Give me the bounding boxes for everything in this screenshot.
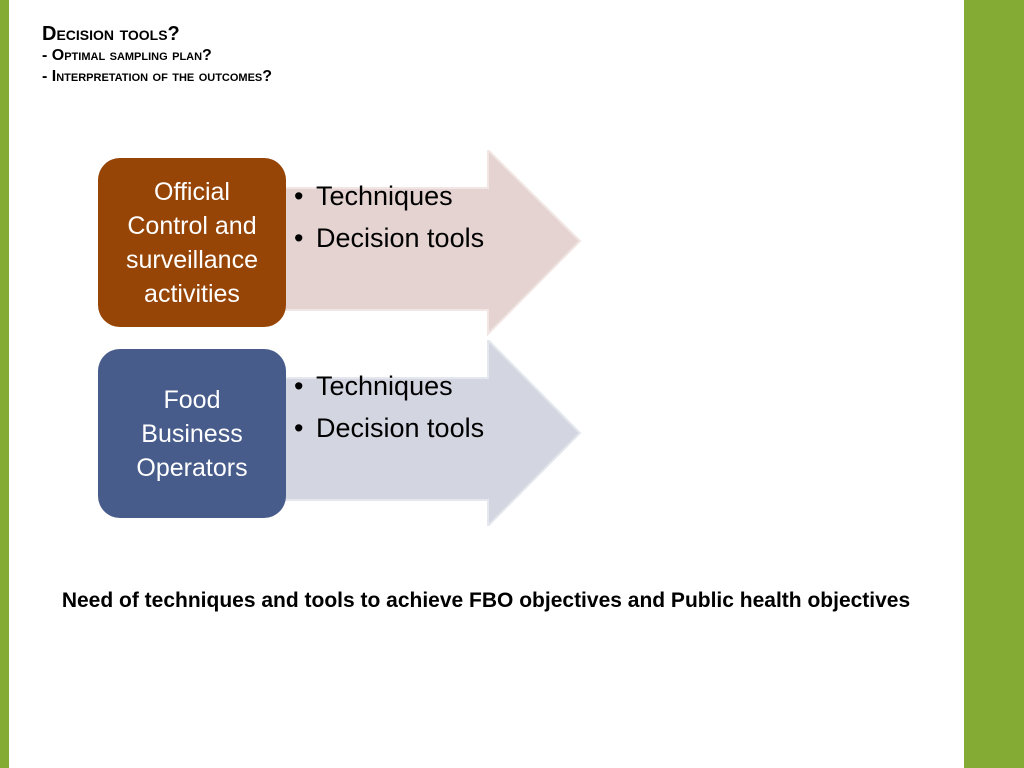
bullet-item: •Techniques: [294, 175, 484, 217]
box-official-line: Official: [154, 177, 230, 206]
bullet-item: •Decision tools: [294, 407, 484, 449]
bullet-list-official: •Techniques •Decision tools: [294, 175, 484, 259]
bullet-dot-icon: •: [294, 371, 304, 401]
box-food-line: Operators: [136, 453, 248, 482]
bullet-dot-icon: •: [294, 223, 304, 253]
box-official-line: activities: [144, 279, 240, 308]
bullet-item: •Decision tools: [294, 217, 484, 259]
box-food-line: Business: [141, 419, 243, 448]
bullet-item: •Techniques: [294, 365, 484, 407]
right-accent-bar: [964, 0, 1024, 768]
conclusion-text: Need of techniques and tools to achieve …: [61, 589, 911, 612]
heading-question-interpretation: - Interpretation of the outcomes?: [42, 68, 273, 85]
box-food-line: Food: [163, 385, 221, 414]
heading-title: Decision tools?: [42, 23, 180, 45]
box-official-line: Control and: [127, 211, 257, 240]
box-official-line: surveillance: [125, 245, 258, 274]
bullet-list-food: •Techniques •Decision tools: [294, 365, 484, 449]
arrow-official-control: [262, 150, 582, 336]
bullet-dot-icon: •: [294, 413, 304, 443]
box-food-business-operators: Food Business Operators: [98, 349, 286, 518]
slide-heading: Decision tools? - Optimal sampling plan?…: [42, 24, 272, 90]
arrow-food-business: [262, 340, 582, 526]
heading-question-sampling: - Optimal sampling plan?: [42, 47, 212, 64]
box-official-control: Official Control and surveillance activi…: [98, 158, 286, 327]
left-accent-bar: [0, 0, 9, 768]
bullet-dot-icon: •: [294, 181, 304, 211]
